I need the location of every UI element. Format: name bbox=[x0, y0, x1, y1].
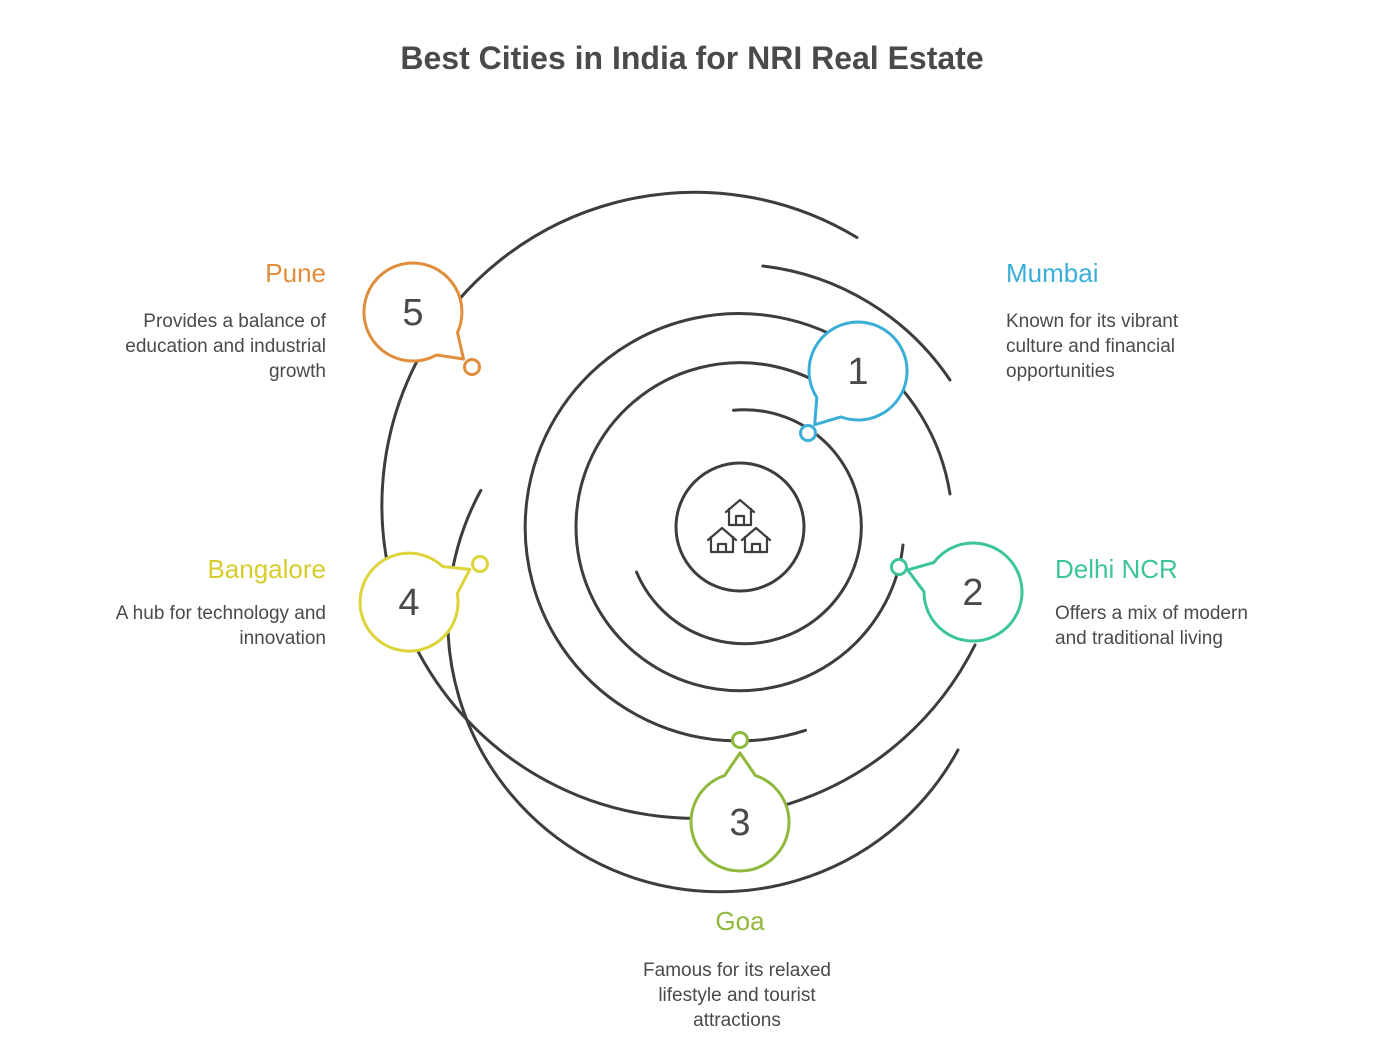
bubble-bangalore bbox=[358, 551, 472, 653]
bubble-pune bbox=[362, 261, 465, 363]
bubble-delhi-ncr bbox=[906, 541, 1024, 643]
desc-goa: Famous for its relaxed lifestyle and tou… bbox=[643, 960, 831, 1031]
ring-4-arc-top bbox=[761, 264, 952, 382]
desc-delhi-ncr: Offers a mix of modern and traditional l… bbox=[1055, 603, 1248, 649]
number-goa: 3 bbox=[729, 802, 750, 844]
number-bangalore: 4 bbox=[398, 582, 419, 624]
ring-1-arc bbox=[635, 408, 863, 646]
bubble-goa bbox=[689, 751, 791, 873]
number-pune: 5 bbox=[402, 292, 423, 334]
connector-dot-mumbai bbox=[799, 424, 817, 442]
connector-dot-pune bbox=[463, 358, 481, 376]
label-pune: Pune bbox=[265, 258, 326, 288]
ring-2-arc bbox=[574, 361, 905, 693]
connector-dot-bangalore bbox=[471, 555, 489, 573]
page-title: Best Cities in India for NRI Real Estate bbox=[400, 40, 984, 76]
bubble-mumbai bbox=[807, 320, 909, 427]
houses-icon bbox=[706, 498, 772, 554]
label-mumbai: Mumbai bbox=[1006, 258, 1099, 288]
desc-pune: Provides a balance of education and indu… bbox=[125, 311, 326, 382]
center-ring bbox=[674, 461, 806, 593]
number-mumbai: 1 bbox=[847, 351, 868, 393]
number-delhi-ncr: 2 bbox=[962, 572, 983, 614]
label-delhi-ncr: Delhi NCR bbox=[1055, 554, 1178, 584]
connector-dot-goa bbox=[731, 731, 749, 749]
desc-mumbai: Known for its vibrant culture and financ… bbox=[1006, 311, 1179, 382]
desc-bangalore: A hub for technology and innovation bbox=[115, 603, 326, 649]
label-bangalore: Bangalore bbox=[207, 554, 326, 584]
connector-dot-delhi-ncr bbox=[890, 558, 908, 576]
label-goa: Goa bbox=[715, 906, 765, 936]
